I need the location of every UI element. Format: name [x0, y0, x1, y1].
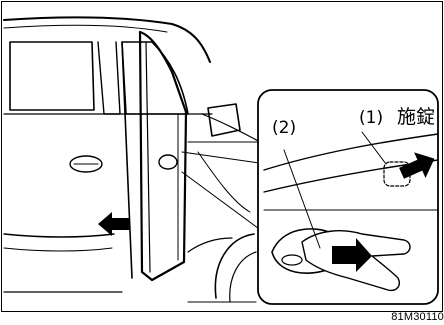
rear-window — [10, 42, 94, 110]
lock-label: 施錠 — [397, 108, 435, 127]
car-roof-line — [4, 17, 210, 62]
figure-code: 81M30110 — [391, 311, 444, 323]
door-window — [122, 42, 188, 114]
side-mirror — [208, 104, 240, 136]
illustration-frame: (2) (1) 施錠 — [1, 1, 443, 312]
outer-door-handle — [159, 155, 177, 169]
vehicle-door-illustration — [2, 2, 443, 312]
front-wheel — [215, 234, 254, 298]
open-direction-arrow — [98, 212, 130, 236]
callout-label-2: (2) — [272, 120, 296, 137]
callout-label-1: (1) — [359, 110, 383, 127]
